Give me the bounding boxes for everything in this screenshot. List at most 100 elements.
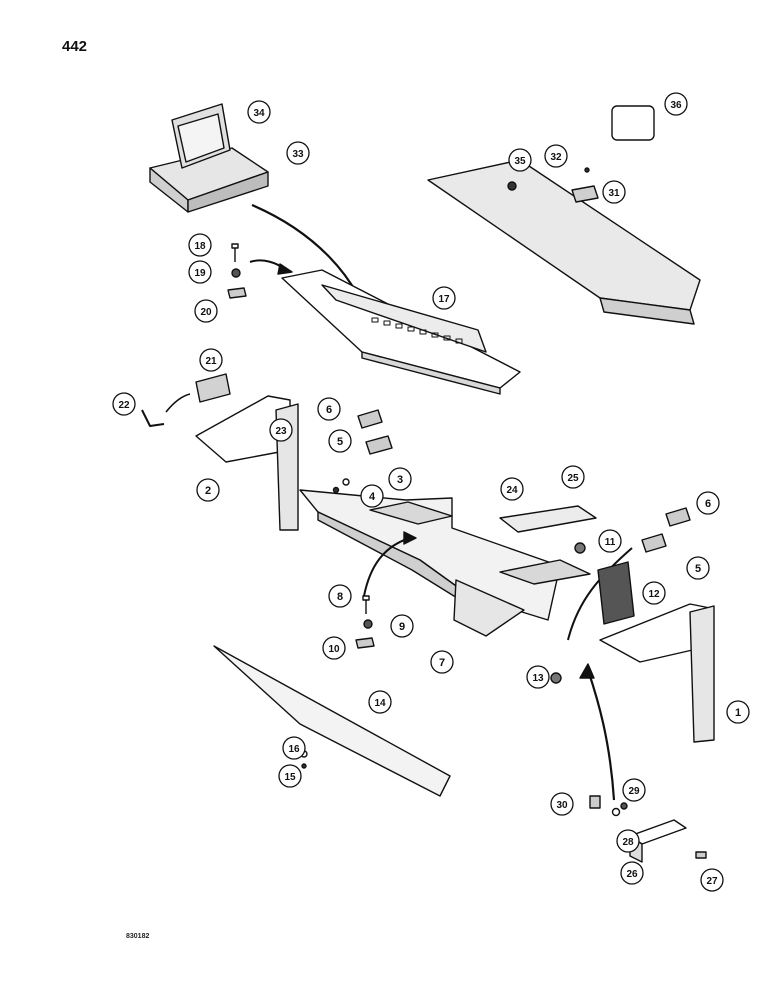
callout-number: 4 (369, 491, 376, 503)
nut-19 (231, 268, 241, 278)
callout-circle (432, 286, 456, 310)
callout-26: 26 (620, 861, 644, 885)
callout-number: 17 (438, 294, 450, 305)
callout-circle (194, 299, 218, 323)
callout-6: 6 (696, 491, 720, 515)
dash-panel (427, 159, 701, 325)
callout-circle (282, 736, 306, 760)
callout-circle (286, 141, 310, 165)
callout-17: 17 (432, 286, 456, 310)
callout-number: 9 (399, 621, 405, 633)
callout-circle (269, 418, 293, 442)
callout-circle (328, 429, 352, 453)
callout-circle (602, 180, 626, 204)
callout-circle (328, 584, 352, 608)
callout-circle (526, 665, 550, 689)
cover-plate-24 (499, 505, 597, 533)
callout-number: 26 (626, 869, 638, 880)
callout-number: 13 (532, 673, 544, 684)
callout-circle (664, 92, 688, 116)
callout-5: 5 (328, 429, 352, 453)
right-fender (599, 603, 715, 743)
callout-number: 6 (705, 498, 711, 510)
callout-34: 34 (247, 100, 271, 124)
callout-number: 33 (292, 149, 304, 160)
clip-6-right (665, 507, 691, 527)
clip-10 (355, 637, 375, 649)
left-fender (195, 395, 299, 531)
callout-13: 13 (526, 665, 550, 689)
callout-number: 14 (374, 698, 386, 709)
callout-circle (188, 233, 212, 257)
mirror-36 (611, 105, 655, 141)
callout-number: 36 (670, 100, 682, 111)
callout-number: 34 (253, 108, 265, 119)
callout-5: 5 (686, 556, 710, 580)
top-console-panel (281, 269, 521, 395)
callout-number: 29 (628, 786, 640, 797)
seat-cushion (149, 103, 269, 213)
callout-11: 11 (598, 529, 622, 553)
arrow-to-console-a (363, 537, 411, 597)
callout-circle (544, 144, 568, 168)
callout-32: 32 (544, 144, 568, 168)
callout-number: 28 (622, 837, 634, 848)
callout-number: 3 (397, 474, 403, 486)
callout-circle (112, 392, 136, 416)
callout-number: 23 (275, 426, 287, 437)
callout-circle (696, 491, 720, 515)
bracket-22 (141, 409, 165, 427)
callout-8: 8 (328, 584, 352, 608)
callout-circle (700, 868, 724, 892)
callout-number: 5 (337, 436, 343, 448)
arrow-bracket-to-console (586, 669, 616, 801)
callout-31: 31 (602, 180, 626, 204)
side-panel-14 (213, 645, 451, 797)
washer-28 (611, 807, 621, 817)
callout-9: 9 (390, 614, 414, 638)
callout-circle (622, 778, 646, 802)
callout-circle (360, 484, 384, 508)
callout-number: 27 (706, 876, 718, 887)
callout-2: 2 (196, 478, 220, 502)
callout-number: 25 (567, 473, 579, 484)
callout-circle (278, 764, 302, 788)
callout-circle (390, 614, 414, 638)
main-console (299, 489, 591, 637)
callout-15: 15 (278, 764, 302, 788)
callout-circle (500, 477, 524, 501)
callout-number: 6 (326, 404, 332, 416)
bolt-18 (231, 243, 239, 262)
callout-29: 29 (622, 778, 646, 802)
callout-30: 30 (550, 792, 574, 816)
bolt-8 (362, 595, 370, 614)
arrow-to-console-b (567, 547, 633, 641)
callout-23: 23 (269, 418, 293, 442)
callout-circle (686, 556, 710, 580)
clip-6-left (357, 409, 383, 429)
figure-code: 830182 (126, 933, 150, 940)
callout-28: 28 (616, 829, 640, 853)
reflector-21 (195, 373, 231, 403)
callout-number: 16 (288, 744, 300, 755)
callout-10: 10 (322, 636, 346, 660)
callout-number: 22 (118, 400, 130, 411)
callout-6: 6 (317, 397, 341, 421)
nut-29 (620, 802, 628, 810)
callout-circle (388, 467, 412, 491)
callout-circle (620, 861, 644, 885)
callout-number: 8 (337, 591, 343, 603)
callout-number: 18 (194, 241, 206, 252)
callout-25: 25 (561, 465, 585, 489)
callout-7: 7 (430, 650, 454, 674)
module-12 (597, 561, 635, 625)
grommet-13 (550, 672, 562, 684)
clip-5-right (641, 533, 667, 553)
clip-20 (227, 287, 247, 299)
grommet-11 (574, 542, 586, 554)
callout-24: 24 (500, 477, 524, 501)
panel-slots (371, 317, 463, 344)
screw-32 (584, 167, 590, 173)
